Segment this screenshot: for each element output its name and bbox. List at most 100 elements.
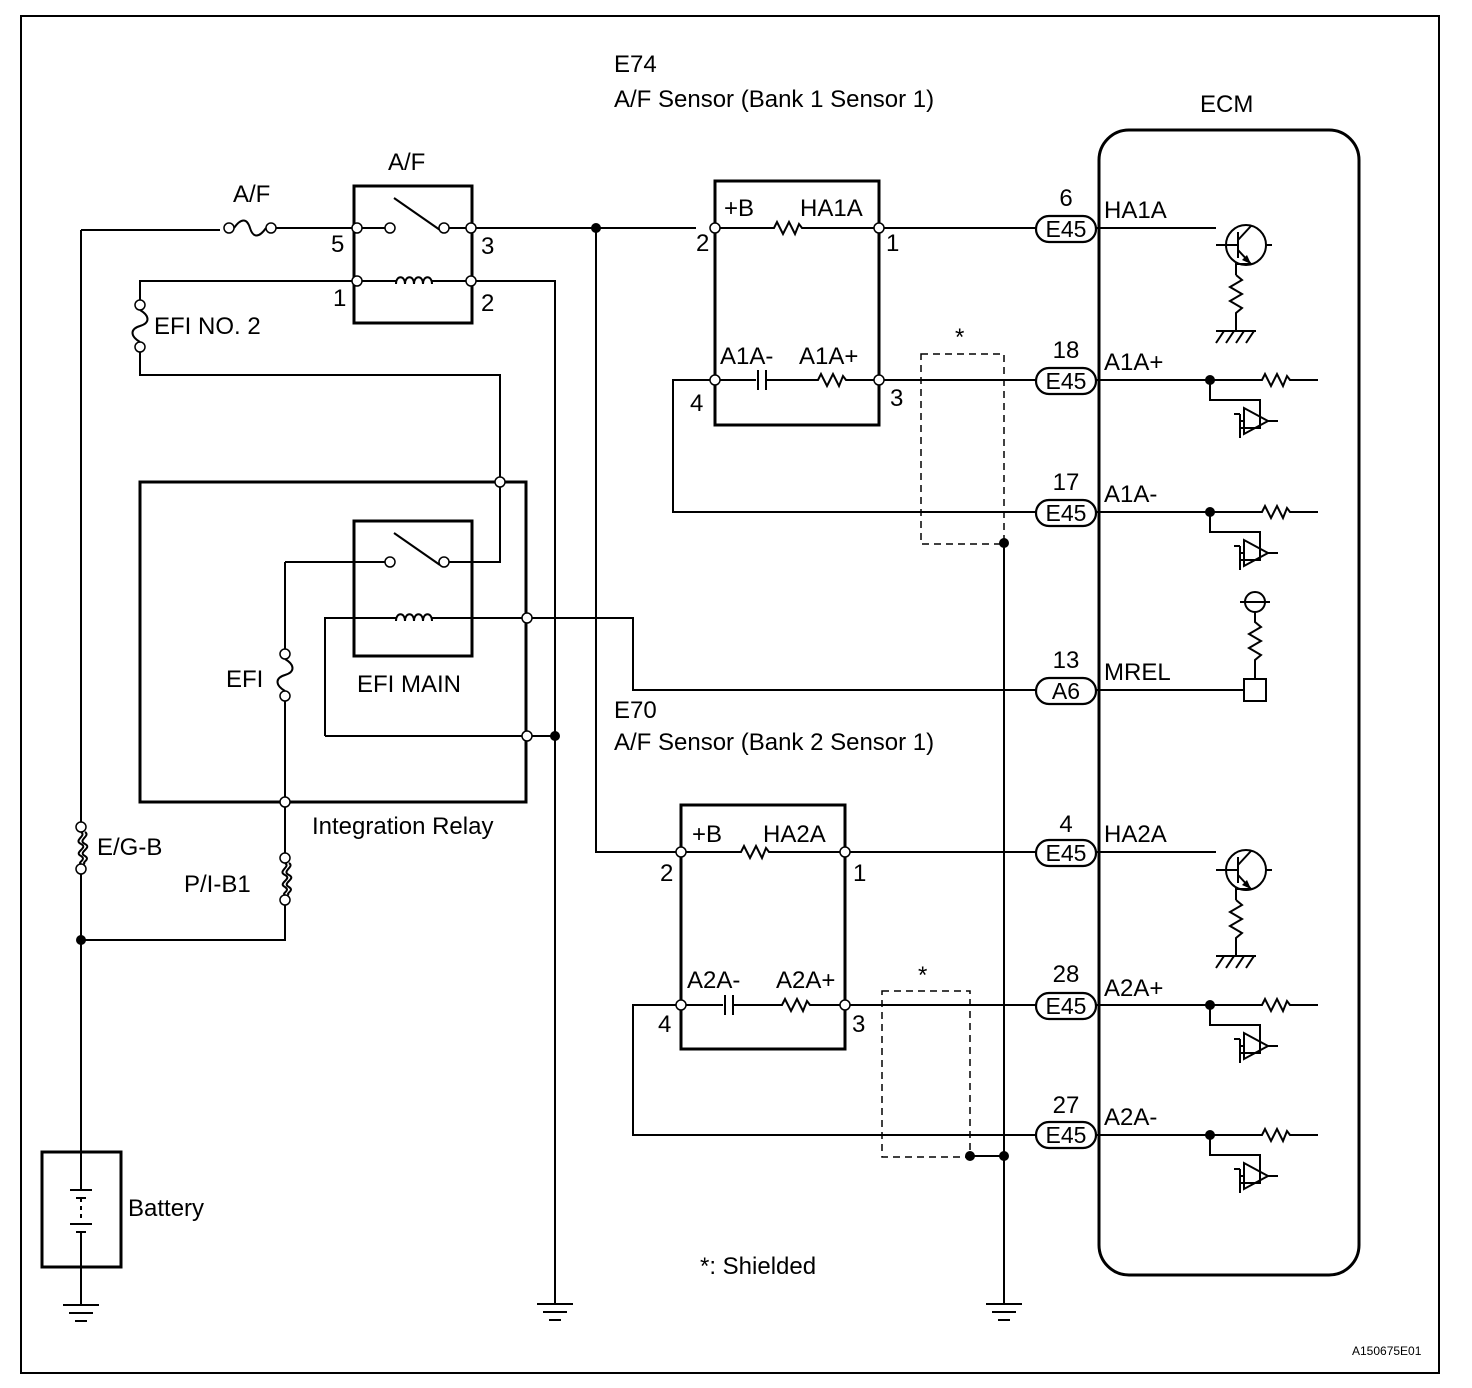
e74-heater-label: HA1A (800, 195, 863, 222)
figure-code: A150675E01 (1352, 1344, 1422, 1358)
terminal-17: E45 17 A1A- (1034, 469, 1157, 528)
terminal-27: E45 27 A2A- (1034, 1092, 1157, 1150)
e70-name: A/F Sensor (Bank 2 Sensor 1) (614, 729, 934, 756)
pin-number: 4 (1059, 811, 1072, 838)
ha2a-transistor-icon (1215, 849, 1267, 891)
af-relay-pin-2: 2 (481, 290, 494, 317)
signal-label: HA1A (1104, 197, 1167, 224)
e74-name: A/F Sensor (Bank 1 Sensor 1) (614, 86, 934, 113)
efi-main-label: EFI MAIN (357, 671, 461, 698)
a2a-minus-amp-icon (1209, 1138, 1279, 1194)
pin-number: 18 (1053, 337, 1080, 364)
e70-resistor-icon (775, 998, 817, 1012)
ha1a-transistor-icon (1215, 224, 1267, 266)
af-relay-coil-icon (395, 276, 433, 285)
af-relay-switch-icon (393, 197, 441, 231)
battery-ground-icon (62, 1304, 100, 1322)
a2a-plus-resistor-icon (1255, 998, 1297, 1012)
shielded-note: *: Shielded (700, 1253, 816, 1280)
connector-label: E45 (1046, 1122, 1087, 1148)
egb-fuse-label: E/G-B (97, 834, 162, 861)
e74-pos-label: A1A+ (799, 343, 858, 370)
connector-label: E45 (1046, 500, 1087, 526)
signal-label: A2A- (1104, 1104, 1157, 1131)
efi-no2-label: EFI NO. 2 (154, 313, 261, 340)
e70-code: E70 (614, 697, 657, 724)
e74-heater-icon (767, 221, 809, 235)
battery-label: Battery (128, 1195, 204, 1222)
e74-pin-4: 4 (690, 390, 703, 417)
signal-label: A1A- (1104, 481, 1157, 508)
e70-pin-1: 1 (853, 860, 866, 887)
integration-relay-label: Integration Relay (312, 813, 493, 840)
e70-pin-3: 3 (852, 1011, 865, 1038)
a2a-plus-amp-icon (1209, 1008, 1279, 1064)
terminal-13: A6 13 MREL (1034, 647, 1171, 706)
af-fuse-label: A/F (233, 181, 270, 208)
connector-label: E45 (1046, 993, 1087, 1019)
ha1a-ground-icon (1215, 330, 1257, 344)
e70-pin-4: 4 (658, 1011, 671, 1038)
a1a-minus-resistor-icon (1255, 505, 1297, 519)
integration-relay-box (138, 480, 528, 804)
e74-plus-b: +B (724, 195, 754, 222)
e74-code: E74 (614, 51, 657, 78)
e74-shield (920, 353, 1005, 545)
af-relay-pin-5: 5 (331, 231, 344, 258)
connector-label: A6 (1052, 678, 1080, 704)
pin-number: 6 (1059, 185, 1072, 212)
e74-pin-1: 1 (886, 230, 899, 257)
pin-number: 17 (1053, 469, 1080, 496)
signal-label: MREL (1104, 659, 1171, 686)
pin-number: 27 (1053, 1092, 1080, 1119)
e70-neg-label: A2A- (687, 967, 740, 994)
e70-pos-label: A2A+ (776, 967, 835, 994)
af-relay-label: A/F (388, 149, 425, 176)
e74-neg-label: A1A- (720, 343, 773, 370)
efi-main-switch-icon (393, 532, 441, 566)
egb-fuse-icon (75, 821, 89, 875)
pin-number: 28 (1053, 961, 1080, 988)
a2a-minus-resistor-icon (1255, 1128, 1297, 1142)
e70-shield-mark: * (918, 962, 927, 989)
signal-label: A2A+ (1104, 975, 1163, 1002)
signal-label: HA2A (1104, 821, 1167, 848)
connector-label: E45 (1046, 216, 1087, 242)
e74-sensor-box (713, 179, 881, 427)
af-relay-pin-3: 3 (481, 233, 494, 260)
e70-shield (881, 990, 971, 1158)
a1a-plus-amp-icon (1209, 383, 1279, 439)
a1a-plus-resistor-icon (1255, 373, 1297, 387)
terminal-6: E45 6 HA1A (1034, 185, 1167, 244)
efi-fuse-label: EFI (226, 666, 263, 693)
efi-main-coil-icon (395, 613, 433, 622)
af-relay-pin-1: 1 (333, 285, 346, 312)
e74-shield-mark: * (955, 324, 964, 351)
ha2a-ground-icon (1215, 955, 1257, 969)
connector-label: E45 (1046, 368, 1087, 394)
pib1-fuse-icon (279, 852, 293, 906)
terminal-4: E45 4 HA2A (1034, 811, 1167, 868)
e74-pin-2: 2 (696, 230, 709, 257)
mrel-driver-icon (1243, 678, 1267, 702)
e70-plus-b: +B (692, 821, 722, 848)
terminal-28: E45 28 A2A+ (1034, 961, 1163, 1021)
shield-ground-icon (985, 1303, 1023, 1321)
ground-icon (536, 1303, 574, 1321)
e70-pin-2: 2 (660, 860, 673, 887)
a1a-minus-amp-icon (1209, 515, 1279, 571)
efi-main-relay-box (352, 519, 474, 658)
ecm-label: ECM (1200, 91, 1253, 118)
signal-label: A1A+ (1104, 349, 1163, 376)
efi-fuse-icon (276, 648, 294, 702)
connector-label: E45 (1046, 840, 1087, 866)
diagram-frame (20, 15, 1440, 1374)
af-fuse-icon (223, 219, 277, 237)
ecm-box (1097, 128, 1361, 1277)
e70-heater-label: HA2A (763, 821, 826, 848)
e74-resistor-icon (811, 373, 853, 387)
e70-sensor-box (679, 803, 847, 1051)
terminal-18: E45 18 A1A+ (1034, 337, 1163, 396)
af-relay-box (352, 184, 474, 325)
